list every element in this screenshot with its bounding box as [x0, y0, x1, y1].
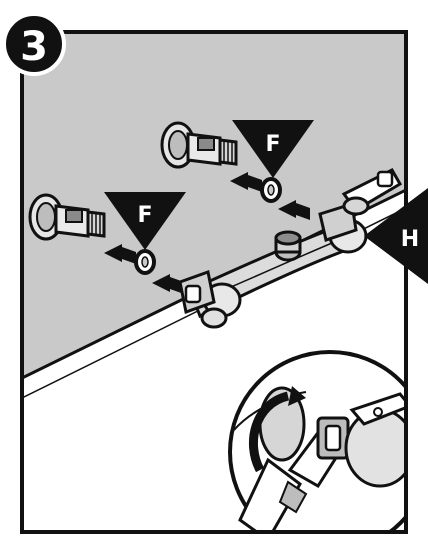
right-washer [260, 177, 282, 203]
washer-label-left-callout: F [104, 192, 186, 250]
left-washer [134, 249, 156, 275]
arrow-into-right-connector [230, 172, 262, 192]
washer-label-right: F [265, 132, 280, 157]
mixer-label: H [401, 227, 419, 252]
step-number-text: 3 [20, 24, 48, 70]
illustration-frame [20, 30, 408, 534]
washer-label-right-callout: F [232, 120, 314, 178]
illustration-frame-content [22, 32, 406, 532]
right-wall-connector [160, 121, 238, 169]
arrow-into-left-connector [104, 244, 136, 264]
step-number-badge: 3 [2, 12, 66, 76]
detail-magnifier [228, 350, 406, 532]
bath-mixer-body [178, 168, 403, 329]
arrow-into-right-washer [278, 200, 310, 220]
washer-label-left: F [137, 203, 152, 228]
left-wall-connector [28, 193, 106, 241]
arrow-into-left-washer [152, 274, 184, 294]
mixer-label-callout: H [364, 188, 428, 284]
